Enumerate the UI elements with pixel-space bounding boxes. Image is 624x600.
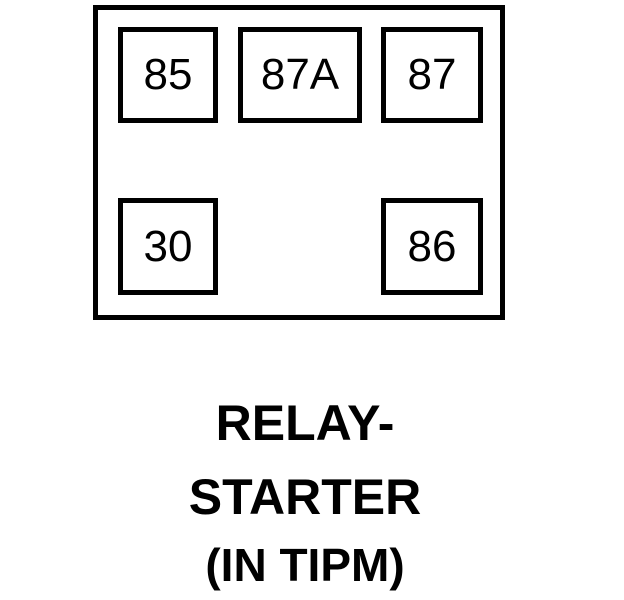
diagram-caption: RELAY- STARTER (IN TIPM) (0, 386, 610, 596)
relay-terminal-85: 85 (118, 27, 218, 123)
terminal-label-87a: 87A (260, 50, 340, 99)
terminal-label-86: 86 (407, 221, 457, 271)
relay-terminal-30: 30 (118, 198, 218, 295)
caption-line-3: (IN TIPM) (205, 539, 405, 591)
relay-terminal-87: 87 (381, 27, 483, 123)
relay-terminal-87a: 87A (238, 27, 362, 123)
terminal-label-85: 85 (143, 50, 193, 99)
terminal-label-30: 30 (143, 221, 193, 271)
caption-line-2: STARTER (188, 469, 422, 525)
caption-line-1: RELAY- (215, 395, 395, 451)
terminal-label-87: 87 (407, 50, 457, 99)
relay-terminal-86: 86 (381, 198, 483, 295)
